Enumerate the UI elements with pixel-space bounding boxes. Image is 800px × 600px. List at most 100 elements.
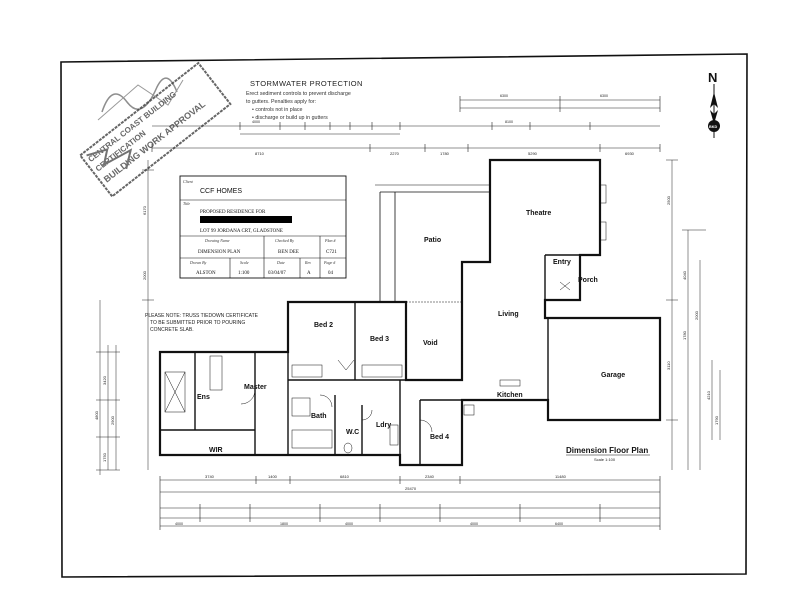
- right-dimensions: [666, 159, 721, 470]
- dim-top-3: 1780: [440, 151, 450, 156]
- tb-rev: A: [307, 271, 311, 276]
- redaction-bar: [200, 216, 292, 223]
- tb-title-label: Title: [183, 201, 190, 206]
- tb-scale: 1:100: [238, 271, 250, 276]
- room-garage: Garage: [601, 372, 625, 379]
- room-wc: W.C: [346, 429, 359, 436]
- room-entry: Entry: [553, 259, 571, 266]
- tb-client-label: Client: [183, 179, 194, 184]
- stormwater-bullet1: • controls not in place: [252, 107, 302, 113]
- tb-title-2: LOT 99 JORDANA CRT, GLADSTONE: [200, 229, 283, 234]
- truss-note-line1: PLEASE NOTE: TRUSS TIEDOWN CERTIFICATE: [145, 313, 259, 319]
- left-dimension-labels: 6170 2000 3420 4800 2900 1750: [94, 205, 147, 462]
- room-kitchen: Kitchen: [497, 392, 523, 399]
- dim-bottom-3: 6810: [340, 474, 350, 479]
- dim-right-2: 3110: [666, 361, 671, 370]
- dim-bottom-overall: 25470: [405, 486, 417, 491]
- truss-note-line2: TO BE SUBMITTED PRIOR TO POURING: [150, 320, 245, 326]
- dim-top-4: 5290: [528, 151, 538, 156]
- plan-title: Dimension Floor Plan: [566, 446, 648, 455]
- tb-scale-label: Scale: [240, 260, 249, 265]
- bottom-dimension-labels: 3740 1400 6810 2340 11480 25470 4000 180…: [175, 474, 567, 526]
- dim-left-3: 3420: [102, 375, 107, 385]
- top-dimensions: [151, 96, 661, 152]
- room-wir: WIR: [209, 447, 223, 454]
- dim-right-5: 2000: [694, 310, 699, 320]
- tb-client: CCF HOMES: [200, 188, 242, 195]
- room-master: Master: [244, 384, 267, 391]
- dim-top-detail-4: 6300: [600, 94, 608, 98]
- dim-right-3: 4040: [682, 270, 687, 280]
- dim-top-5: 6930: [625, 151, 635, 156]
- dim-bottom-5: 11480: [555, 474, 567, 479]
- room-bed4: Bed 4: [430, 434, 449, 441]
- stormwater-heading: STORMWATER PROTECTION: [250, 79, 363, 88]
- north-label: N: [708, 70, 717, 85]
- stormwater-line1: Erect sediment controls to prevent disch…: [246, 91, 351, 97]
- room-labels: Theatre Patio Entry Porch Living Void Be…: [197, 210, 625, 454]
- dim-bottom-detail-3: 4000: [345, 522, 353, 526]
- left-dimensions: [96, 160, 154, 475]
- truss-note: PLEASE NOTE: TRUSS TIEDOWN CERTIFICATE T…: [145, 313, 259, 333]
- tb-date-label: Date: [276, 260, 285, 265]
- stormwater-bullet2: • discharge or build up in gutters: [252, 115, 328, 121]
- tb-checked-label: Checked By: [275, 238, 294, 243]
- room-theatre: Theatre: [526, 210, 551, 217]
- tb-rev-label: Rev: [304, 260, 311, 265]
- bottom-dimensions: [159, 476, 661, 530]
- tb-page-label: Page #: [323, 260, 336, 265]
- dim-top-detail-3: 6300: [500, 94, 508, 98]
- dim-right-1: 2500: [666, 195, 671, 205]
- dim-right-6: 4210: [706, 390, 711, 400]
- room-patio: Patio: [424, 237, 441, 244]
- dim-bottom-2: 1400: [268, 474, 278, 479]
- dim-right-7: 1790: [714, 415, 719, 425]
- right-dimension-labels: 2500 3110 4040 1780 2000 4210 1790: [666, 195, 719, 425]
- dim-right-4: 1780: [682, 330, 687, 340]
- dim-top-2: 2270: [390, 151, 400, 156]
- room-porch: Porch: [578, 277, 598, 284]
- north-badge: BKD: [709, 125, 717, 129]
- top-dimension-labels: 8710 2270 1780 5290 6930 4000 8100 6300 …: [252, 94, 635, 156]
- room-bed3: Bed 3: [370, 336, 389, 343]
- dim-bottom-1: 3740: [205, 474, 215, 479]
- room-bath: Bath: [311, 413, 327, 420]
- tb-plan-label: Plan #: [324, 238, 337, 243]
- room-living: Living: [498, 311, 519, 318]
- dim-bottom-detail-5: 6400: [555, 522, 563, 526]
- stormwater-line2: to gutters. Penalties apply for:: [246, 99, 316, 105]
- dim-bottom-detail-1: 4000: [175, 522, 183, 526]
- tb-checked: BEN DEE: [278, 250, 299, 255]
- dim-left-4: 4800: [94, 410, 99, 420]
- truss-note-line3: CONCRETE SLAB.: [150, 327, 194, 333]
- dim-top-1: 8710: [255, 151, 265, 156]
- tb-drawn: ALSTON: [196, 271, 216, 276]
- plan-title-block: Dimension Floor Plan Scale 1:100: [566, 446, 650, 462]
- north-arrow-icon: N BKD: [708, 70, 720, 138]
- tb-date: 03/04/07: [268, 271, 286, 276]
- stamp-scribble: [97, 77, 184, 121]
- tb-title-1: PROPOSED RESIDENCE FOR: [200, 210, 266, 215]
- room-void: Void: [423, 340, 438, 347]
- dim-bottom-detail-4: 4000: [470, 522, 478, 526]
- dim-bottom-4: 2340: [425, 474, 435, 479]
- dim-left-5: 2900: [110, 415, 115, 425]
- dim-left-6: 1750: [102, 452, 107, 462]
- tb-page: 04: [328, 271, 334, 276]
- sheet-border: [60, 53, 748, 578]
- room-bed2: Bed 2: [314, 322, 333, 329]
- room-ldry: Ldry: [376, 422, 391, 429]
- dim-left-2: 2000: [142, 270, 147, 280]
- stormwater-note: STORMWATER PROTECTION Erect sediment con…: [246, 79, 363, 121]
- tb-plan: C721: [326, 250, 337, 255]
- tb-drawing-name: DIMENSION PLAN: [198, 250, 241, 255]
- dim-left-1: 6170: [142, 205, 147, 215]
- dim-top-detail-2: 8100: [505, 120, 513, 124]
- title-block: Client CCF HOMES Title PROPOSED RESIDENC…: [179, 175, 347, 279]
- plan-scale: Scale 1:100: [594, 457, 616, 462]
- tb-drawing-name-label: Drawing Name: [204, 238, 230, 243]
- building-walls: [158, 158, 662, 467]
- room-ens: Ens: [197, 394, 210, 401]
- tb-drawn-label: Drawn By: [189, 260, 207, 265]
